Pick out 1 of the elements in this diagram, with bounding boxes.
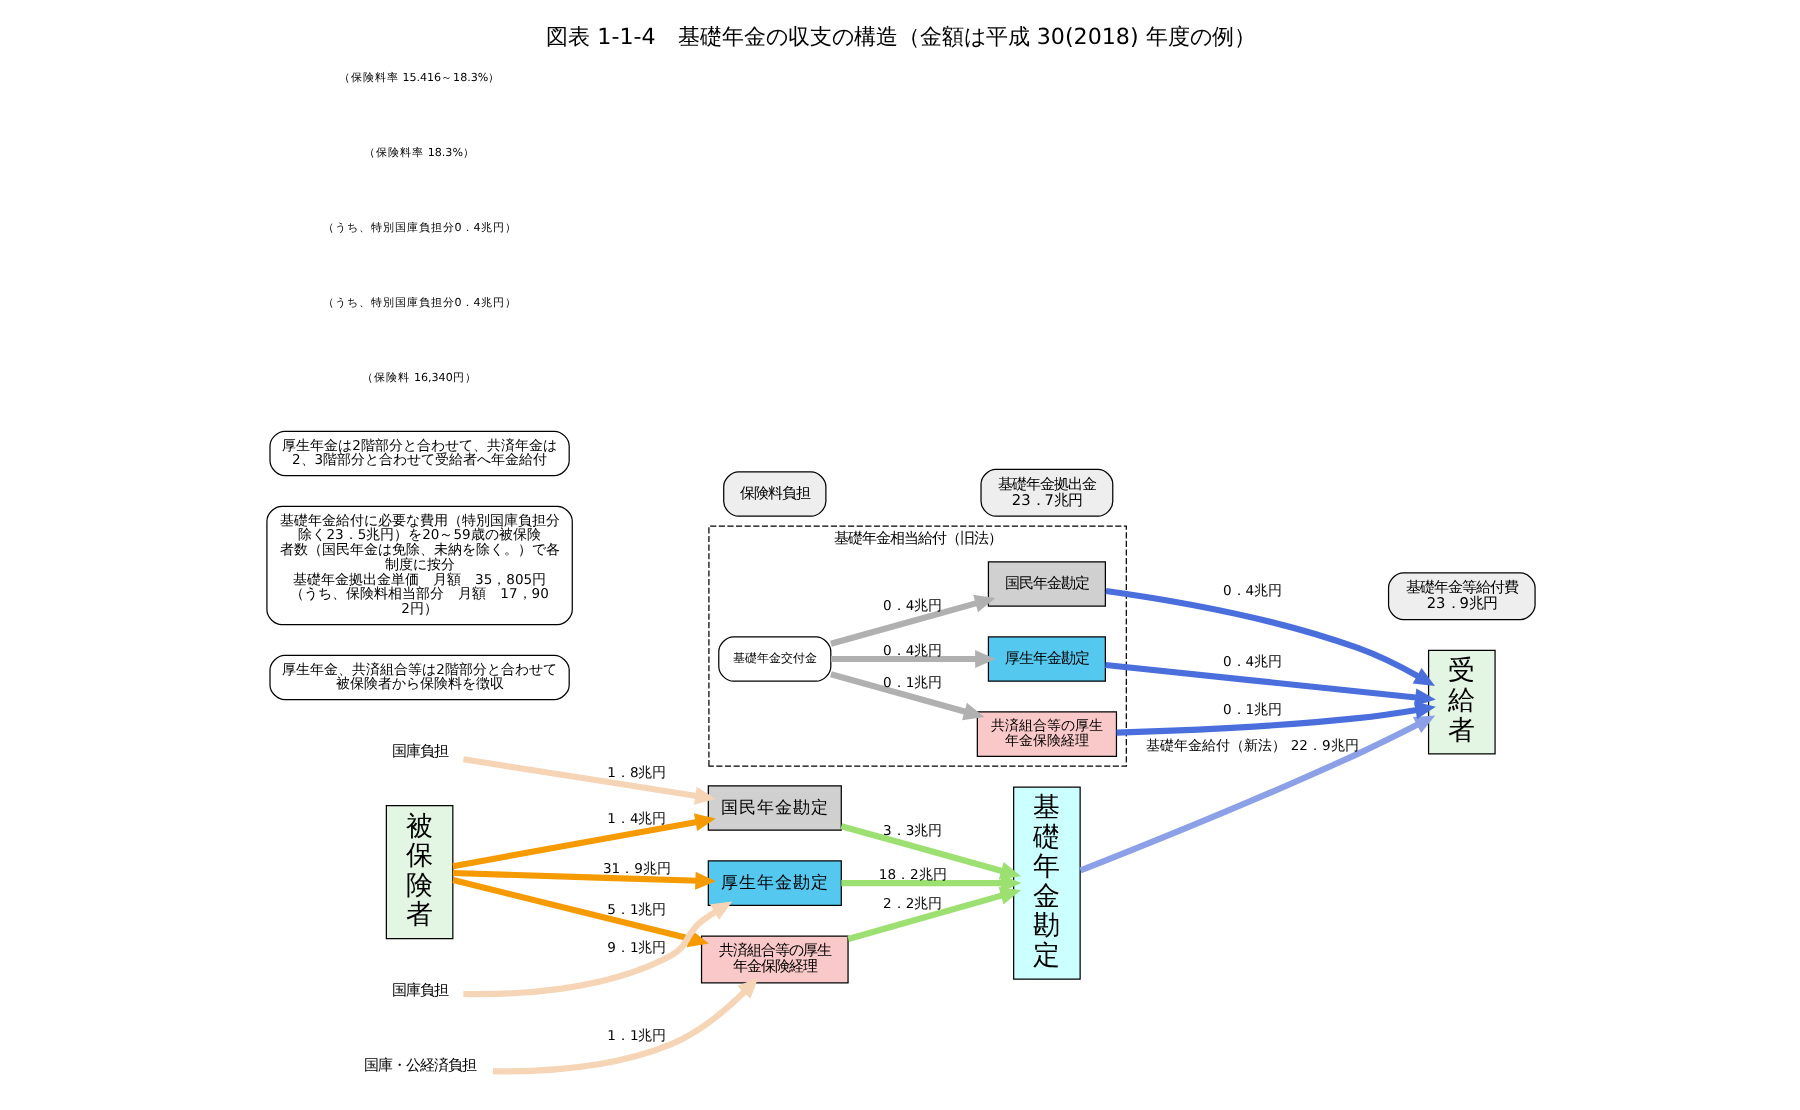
diagram-title: 図表 1-1-4 基礎年金の収支の構造（金額は平成 30(2018) 年度の例）: [545, 23, 1255, 50]
